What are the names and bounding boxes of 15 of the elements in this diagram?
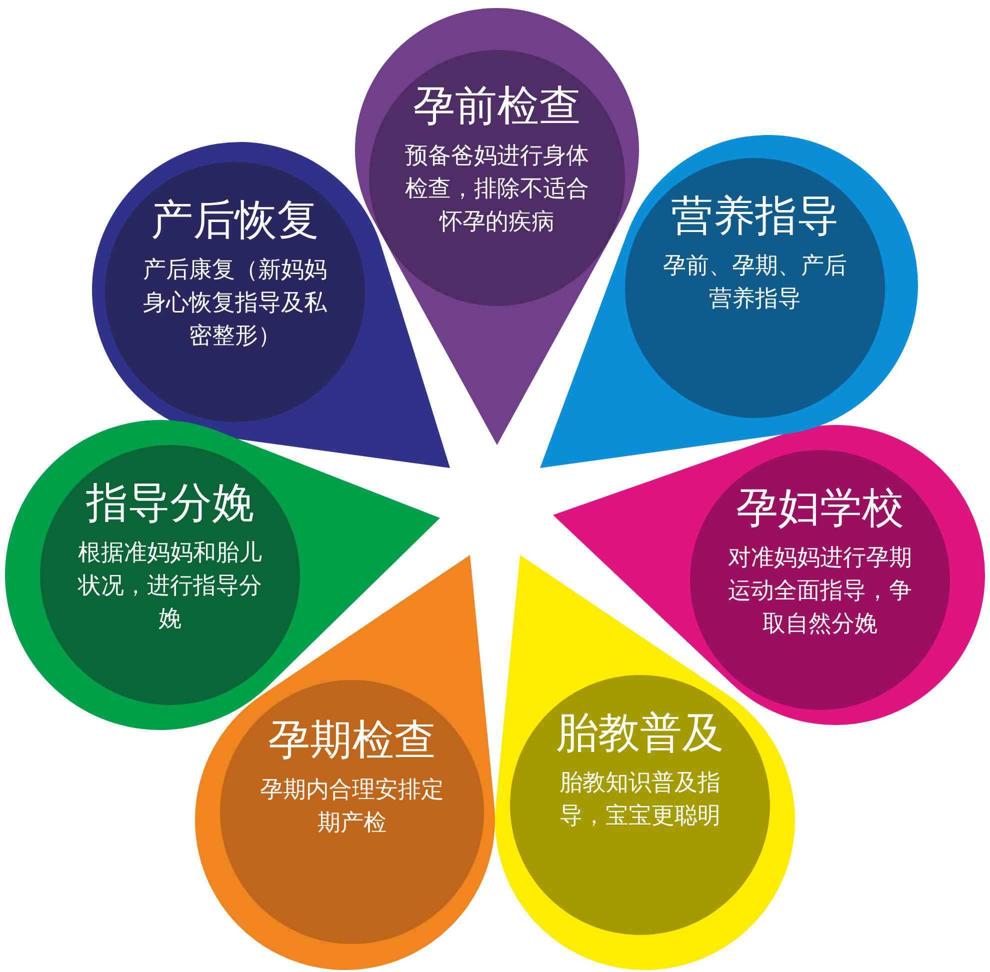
petal-shape [355, 8, 639, 445]
petal-description: 预备爸妈进行身体检查，排除不适合怀孕的疾病 [404, 142, 590, 237]
petal-title: 孕前检查 [413, 80, 581, 132]
petal-description: 孕期内合理安排定期产检 [259, 776, 445, 838]
petal-title: 胎教普及 [556, 707, 724, 759]
petal-title: 营养指导 [671, 190, 839, 242]
petal-description: 对准妈妈进行孕期运动全面指导，争取自然分娩 [727, 544, 913, 639]
petal-description: 产后康复（新妈妈身心恢复指导及私密整形） [142, 256, 328, 351]
petal-title: 孕妇学校 [736, 482, 904, 534]
petal-description: 根据准妈妈和胎儿状况，进行指导分娩 [76, 539, 263, 634]
petal-title: 孕期检查 [268, 714, 436, 766]
petal-title: 指导分娩 [86, 477, 254, 529]
petal-description: 胎教知识普及指导，宝宝更聪明 [558, 769, 722, 831]
petal-title: 产后恢复 [151, 194, 319, 246]
petal-description: 孕前、孕期、产后营养指导 [662, 252, 848, 314]
